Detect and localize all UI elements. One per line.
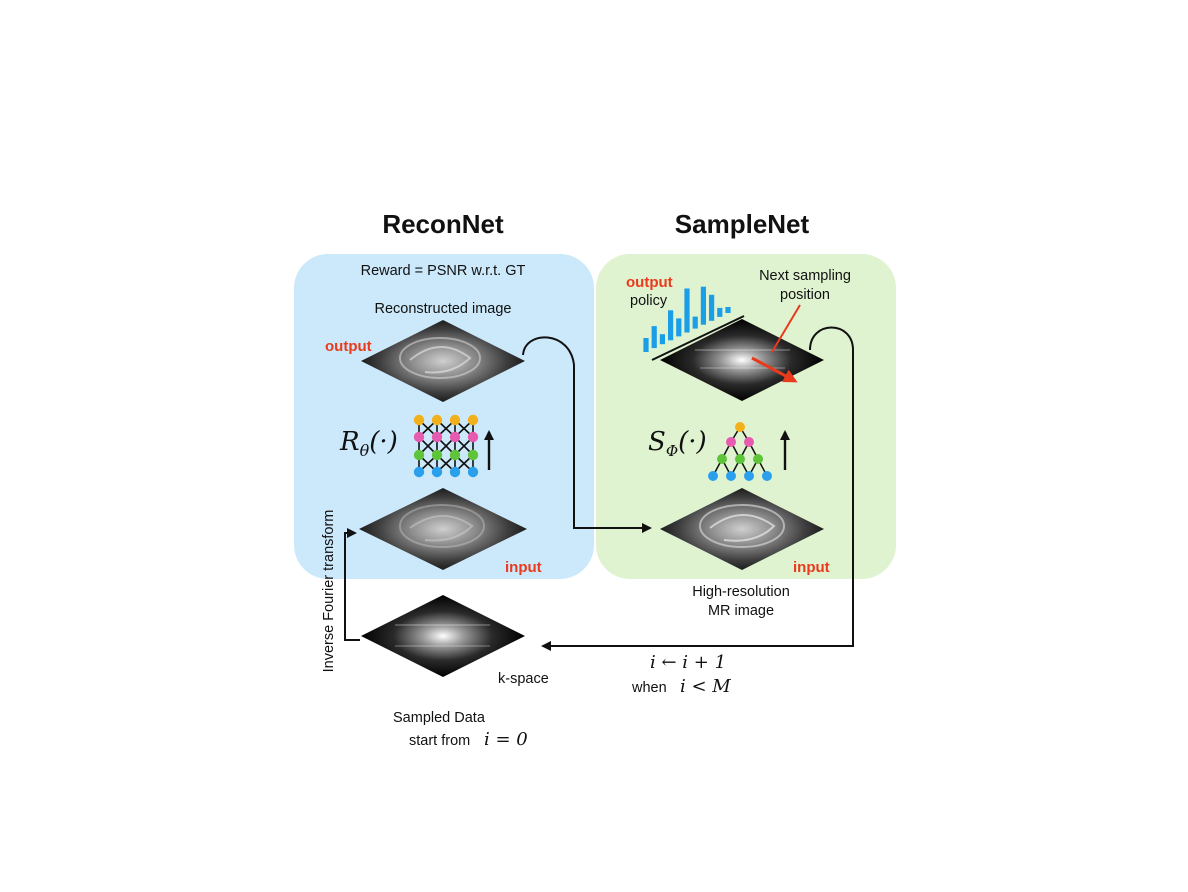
policy-bar — [717, 307, 723, 317]
next-position-pointer — [771, 304, 801, 353]
kspace-sampled-data-image — [361, 595, 525, 677]
network-node — [744, 437, 754, 447]
start-from-label: start from — [409, 733, 470, 749]
sample-input-label: input — [793, 559, 830, 576]
recon-to-sample-arrow — [522, 336, 652, 533]
high-resolution-brain-image — [660, 488, 824, 570]
policy-bar — [692, 316, 698, 329]
policy-bar — [668, 310, 674, 341]
next-position-arrow — [751, 356, 798, 383]
recon-input-label: input — [505, 559, 542, 576]
start-expression: i = 0 — [484, 729, 528, 750]
policy-bar — [709, 294, 715, 321]
network-node — [449, 466, 461, 478]
network-node — [762, 471, 772, 481]
hr-label-line2: MR image — [708, 603, 774, 619]
inverse-fourier-arrow — [344, 528, 360, 641]
policy-bar — [643, 338, 649, 352]
reconnet-panel — [294, 254, 594, 579]
reconnet-network-icon — [413, 414, 479, 478]
network-node — [717, 454, 727, 464]
network-node — [431, 414, 443, 426]
inverse-fourier-label: Inverse Fourier transform — [321, 510, 337, 673]
recon-output-label: output — [325, 338, 372, 355]
recon-input-brain-image — [359, 488, 527, 570]
hr-label-line1: High-resolution — [692, 584, 790, 600]
policy-bar — [651, 326, 657, 349]
samplenet-title: SampleNet — [675, 209, 810, 239]
next-sampling-label-line2: position — [780, 287, 830, 303]
policy-bar — [700, 286, 706, 325]
policy-bar — [684, 288, 690, 333]
policy-bar — [676, 318, 682, 337]
kspace-label: k-space — [498, 671, 549, 687]
network-node — [431, 431, 443, 443]
reconstructed-brain-image — [361, 320, 525, 402]
network-node — [708, 471, 718, 481]
network-node — [413, 431, 425, 443]
network-node — [413, 414, 425, 426]
policy-bar — [659, 334, 665, 345]
network-node — [431, 466, 443, 478]
update-expression: i ← i + 1 — [650, 652, 726, 673]
network-node — [726, 471, 736, 481]
next-sampling-label-line1: Next sampling — [759, 268, 851, 284]
policy-bar-chart-icon — [643, 286, 731, 352]
network-node — [431, 449, 443, 461]
network-node — [413, 449, 425, 461]
sampled-data-label: Sampled Data — [393, 710, 486, 726]
network-node — [449, 431, 461, 443]
sample-output-label: output — [626, 274, 673, 291]
reconnet-title: ReconNet — [382, 209, 504, 239]
network-node — [449, 414, 461, 426]
sample-loop-arrow — [541, 326, 854, 651]
recon-function-symbol: Rθ(·) — [339, 427, 398, 460]
network-node — [467, 431, 479, 443]
reconstructed-image-label: Reconstructed image — [374, 301, 511, 317]
policy-baseline — [651, 315, 745, 361]
network-node — [726, 437, 736, 447]
reward-label: Reward = PSNR w.r.t. GT — [361, 263, 526, 279]
sample-function-symbol: SΦ(·) — [648, 427, 707, 460]
network-node — [735, 422, 745, 432]
samplenet-network-icon — [708, 422, 772, 481]
policy-bar — [725, 307, 731, 313]
policy-label: policy — [630, 293, 668, 309]
network-node — [467, 466, 479, 478]
network-node — [735, 454, 745, 464]
network-node — [753, 454, 763, 464]
when-label: when — [631, 680, 667, 696]
network-node — [413, 466, 425, 478]
network-node — [467, 414, 479, 426]
network-node — [744, 471, 754, 481]
when-expression: i < M — [680, 676, 731, 697]
network-node — [467, 449, 479, 461]
network-node — [449, 449, 461, 461]
